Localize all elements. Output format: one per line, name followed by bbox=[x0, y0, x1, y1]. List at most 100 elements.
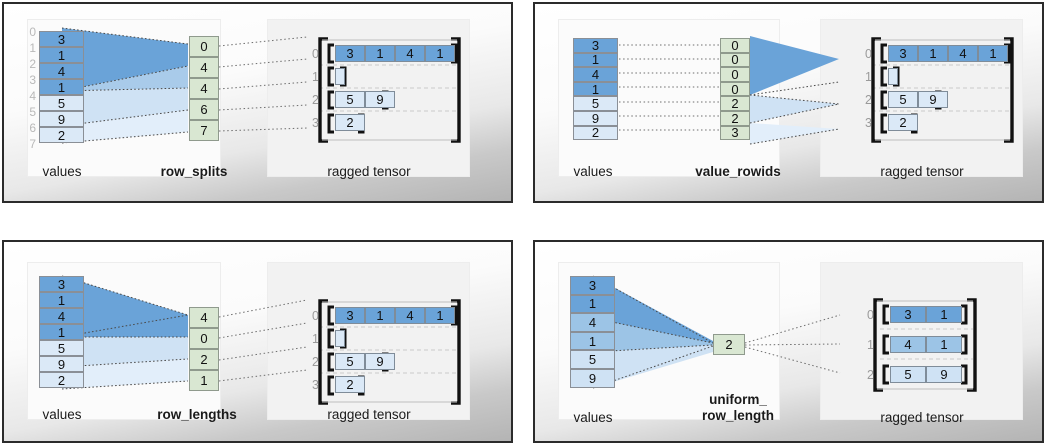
ragged-caption: ragged tensor bbox=[327, 164, 411, 179]
row-index-label: 3 bbox=[312, 377, 319, 392]
encoding-caption: uniform_ row_length bbox=[701, 392, 774, 423]
row-index-label: 2 bbox=[865, 92, 872, 107]
ragged-cell: 3 bbox=[335, 307, 365, 324]
value-cell: 4 bbox=[39, 308, 84, 324]
ragged-cell: 2 bbox=[888, 114, 918, 131]
value-cell: 2 bbox=[573, 125, 618, 141]
ragged-cell: 1 bbox=[365, 45, 395, 62]
value-cell: 4 bbox=[570, 313, 615, 332]
ragged-cell: 1 bbox=[365, 307, 395, 324]
value-cell: 4 bbox=[39, 63, 84, 79]
value-cell: 5 bbox=[39, 95, 84, 111]
ragged-cell: 3 bbox=[888, 45, 918, 62]
value-cell: 5 bbox=[573, 96, 618, 111]
ragged-card bbox=[267, 262, 470, 420]
value-cell: 3 bbox=[570, 276, 615, 295]
value-index-tick: 6 bbox=[29, 121, 36, 135]
value-cell: 1 bbox=[573, 52, 618, 68]
values-caption: values bbox=[573, 164, 613, 179]
ragged-cell: 4 bbox=[395, 45, 425, 62]
value-index-tick: 2 bbox=[29, 57, 36, 71]
encoding-cell: 3 bbox=[720, 125, 750, 141]
ragged-cell: 4 bbox=[890, 336, 926, 353]
value-cell: 1 bbox=[39, 292, 84, 308]
encoding-cell: 2 bbox=[189, 349, 219, 370]
row-index-label: 1 bbox=[312, 69, 319, 84]
row-index-label: 0 bbox=[867, 307, 874, 322]
value-index-tick: 7 bbox=[29, 137, 36, 151]
value-cell: 1 bbox=[39, 324, 84, 340]
ragged-cell: 4 bbox=[948, 45, 978, 62]
row-index-label: 3 bbox=[865, 115, 872, 130]
ragged-cell: 5 bbox=[335, 91, 365, 108]
ragged-cell: 9 bbox=[365, 353, 395, 370]
encoding-cell: 0 bbox=[720, 52, 750, 68]
ragged-cell: 1 bbox=[926, 306, 962, 323]
row-index-label: 1 bbox=[865, 69, 872, 84]
row-index-label: 2 bbox=[867, 367, 874, 382]
ragged-cell: 9 bbox=[926, 366, 962, 383]
value-cell: 1 bbox=[39, 79, 84, 95]
values-caption: values bbox=[573, 410, 613, 425]
row-index-label: 1 bbox=[312, 331, 319, 346]
encoding-caption: row_splits bbox=[160, 164, 228, 179]
encoding-cell: 0 bbox=[720, 38, 750, 53]
value-cell: 9 bbox=[570, 369, 615, 388]
ragged-cell: 1 bbox=[926, 336, 962, 353]
ragged-cell-empty bbox=[888, 68, 898, 85]
ragged-cell: 4 bbox=[395, 307, 425, 324]
row-index-label: 0 bbox=[865, 46, 872, 61]
value-cell: 3 bbox=[573, 38, 618, 53]
row-index-label: 1 bbox=[867, 337, 874, 352]
encoding-cell: 7 bbox=[189, 120, 219, 141]
row-index-label: 2 bbox=[312, 92, 319, 107]
value-cell: 9 bbox=[39, 111, 84, 127]
encoding-cell: 4 bbox=[189, 307, 219, 328]
ragged-cell-empty bbox=[335, 330, 345, 347]
ragged-cell: 2 bbox=[335, 114, 365, 131]
encoding-cell: 0 bbox=[720, 67, 750, 82]
encoding-cell: 1 bbox=[189, 370, 219, 391]
encoding-cell: 0 bbox=[189, 328, 219, 349]
encoding-cell: 4 bbox=[189, 78, 219, 99]
value-index-tick: 5 bbox=[29, 105, 36, 119]
encoding-cell: 2 bbox=[720, 111, 750, 126]
value-cell: 2 bbox=[39, 372, 84, 388]
encoding-cell: 6 bbox=[189, 99, 219, 120]
encoding-cell: 0 bbox=[720, 81, 750, 97]
value-cell: 5 bbox=[39, 340, 84, 356]
value-cell: 4 bbox=[573, 67, 618, 82]
ragged-cell: 5 bbox=[890, 366, 926, 383]
ragged-cell: 5 bbox=[888, 91, 918, 108]
value-index-tick: 3 bbox=[29, 73, 36, 87]
ragged-cell: 1 bbox=[978, 45, 1008, 62]
values-caption: values bbox=[42, 407, 82, 422]
encoding-caption: value_rowids bbox=[695, 164, 781, 179]
row-index-label: 0 bbox=[312, 46, 319, 61]
ragged-cell: 3 bbox=[890, 306, 926, 323]
row-index-label: 2 bbox=[312, 354, 319, 369]
value-cell: 3 bbox=[39, 31, 84, 47]
values-caption: values bbox=[42, 164, 82, 179]
encoding-caption: row_lengths bbox=[157, 407, 237, 422]
encoding-cell: 2 bbox=[713, 334, 745, 355]
row-index-label: 3 bbox=[312, 115, 319, 130]
ragged-cell: 3 bbox=[335, 45, 365, 62]
row-index-label: 0 bbox=[312, 308, 319, 323]
ragged-cell: 1 bbox=[425, 307, 455, 324]
value-index-tick: 1 bbox=[29, 41, 36, 55]
value-cell: 5 bbox=[570, 350, 615, 369]
encoding-cell: 0 bbox=[189, 36, 219, 57]
encoding-cell: 4 bbox=[189, 57, 219, 78]
ragged-caption: ragged tensor bbox=[880, 164, 964, 179]
value-cell: 2 bbox=[39, 127, 84, 143]
encoding-cell: 2 bbox=[720, 96, 750, 111]
ragged-caption: ragged tensor bbox=[327, 407, 411, 422]
value-cell: 1 bbox=[570, 331, 615, 351]
ragged-cell: 2 bbox=[335, 376, 365, 393]
value-cell: 3 bbox=[39, 276, 84, 292]
